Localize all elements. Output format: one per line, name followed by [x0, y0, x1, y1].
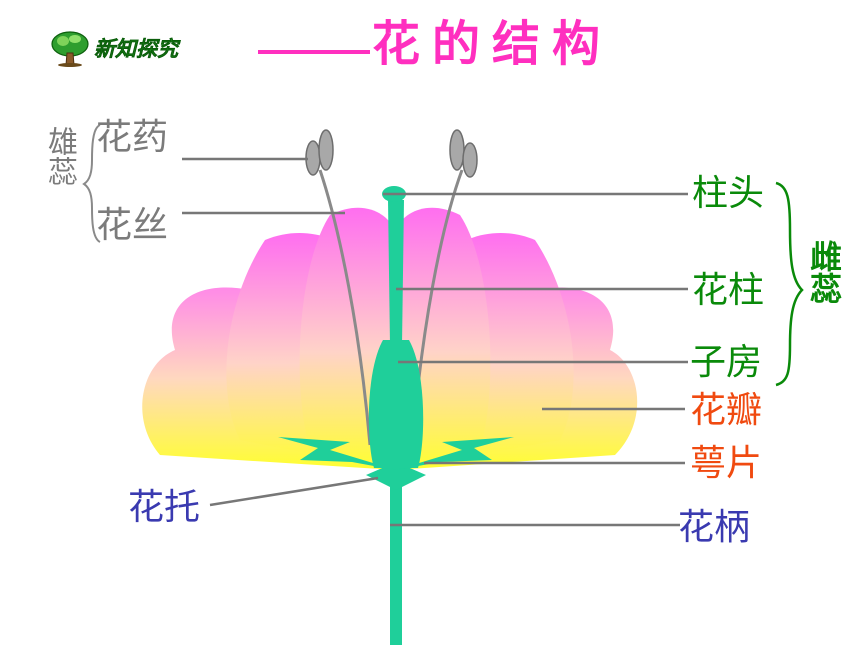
tree-icon: [51, 31, 89, 67]
anther-right-a: [449, 129, 465, 171]
filament-left: [318, 169, 372, 446]
label-anther: 花药: [96, 117, 169, 158]
title-dash: [258, 50, 370, 54]
pointer-lines: [182, 157, 688, 527]
page-title: 花的结构: [372, 16, 613, 72]
label-pedicel: 花柄: [678, 507, 751, 548]
anther-left-b: [318, 129, 334, 171]
label-sepal: 萼片: [690, 443, 763, 484]
label-style: 花柱: [692, 270, 765, 311]
style-shape: [388, 200, 404, 345]
label-petal: 花瓣: [690, 390, 763, 431]
ovary-shape: [368, 340, 424, 468]
label-filament: 花丝: [96, 205, 169, 246]
line-receptacle: [209, 476, 379, 507]
section-badge: 新知探究: [50, 30, 178, 67]
label-ovary: 子房: [690, 342, 763, 383]
anther-right-b: [462, 142, 478, 178]
pedicel-stem: [390, 470, 402, 645]
badge-text: 新知探究: [94, 37, 178, 61]
label-stigma: 柱头: [692, 173, 765, 214]
label-stamen-group: 雄蕊: [42, 126, 77, 186]
brace-stamen: [82, 124, 101, 243]
label-receptacle: 花托: [128, 487, 201, 528]
sepal-shape: [278, 437, 396, 470]
receptacle-shape: [366, 462, 426, 490]
anther-left-a: [305, 140, 321, 176]
label-pistil-group: 雌蕊: [805, 240, 843, 304]
brace-pistil: [775, 181, 804, 387]
